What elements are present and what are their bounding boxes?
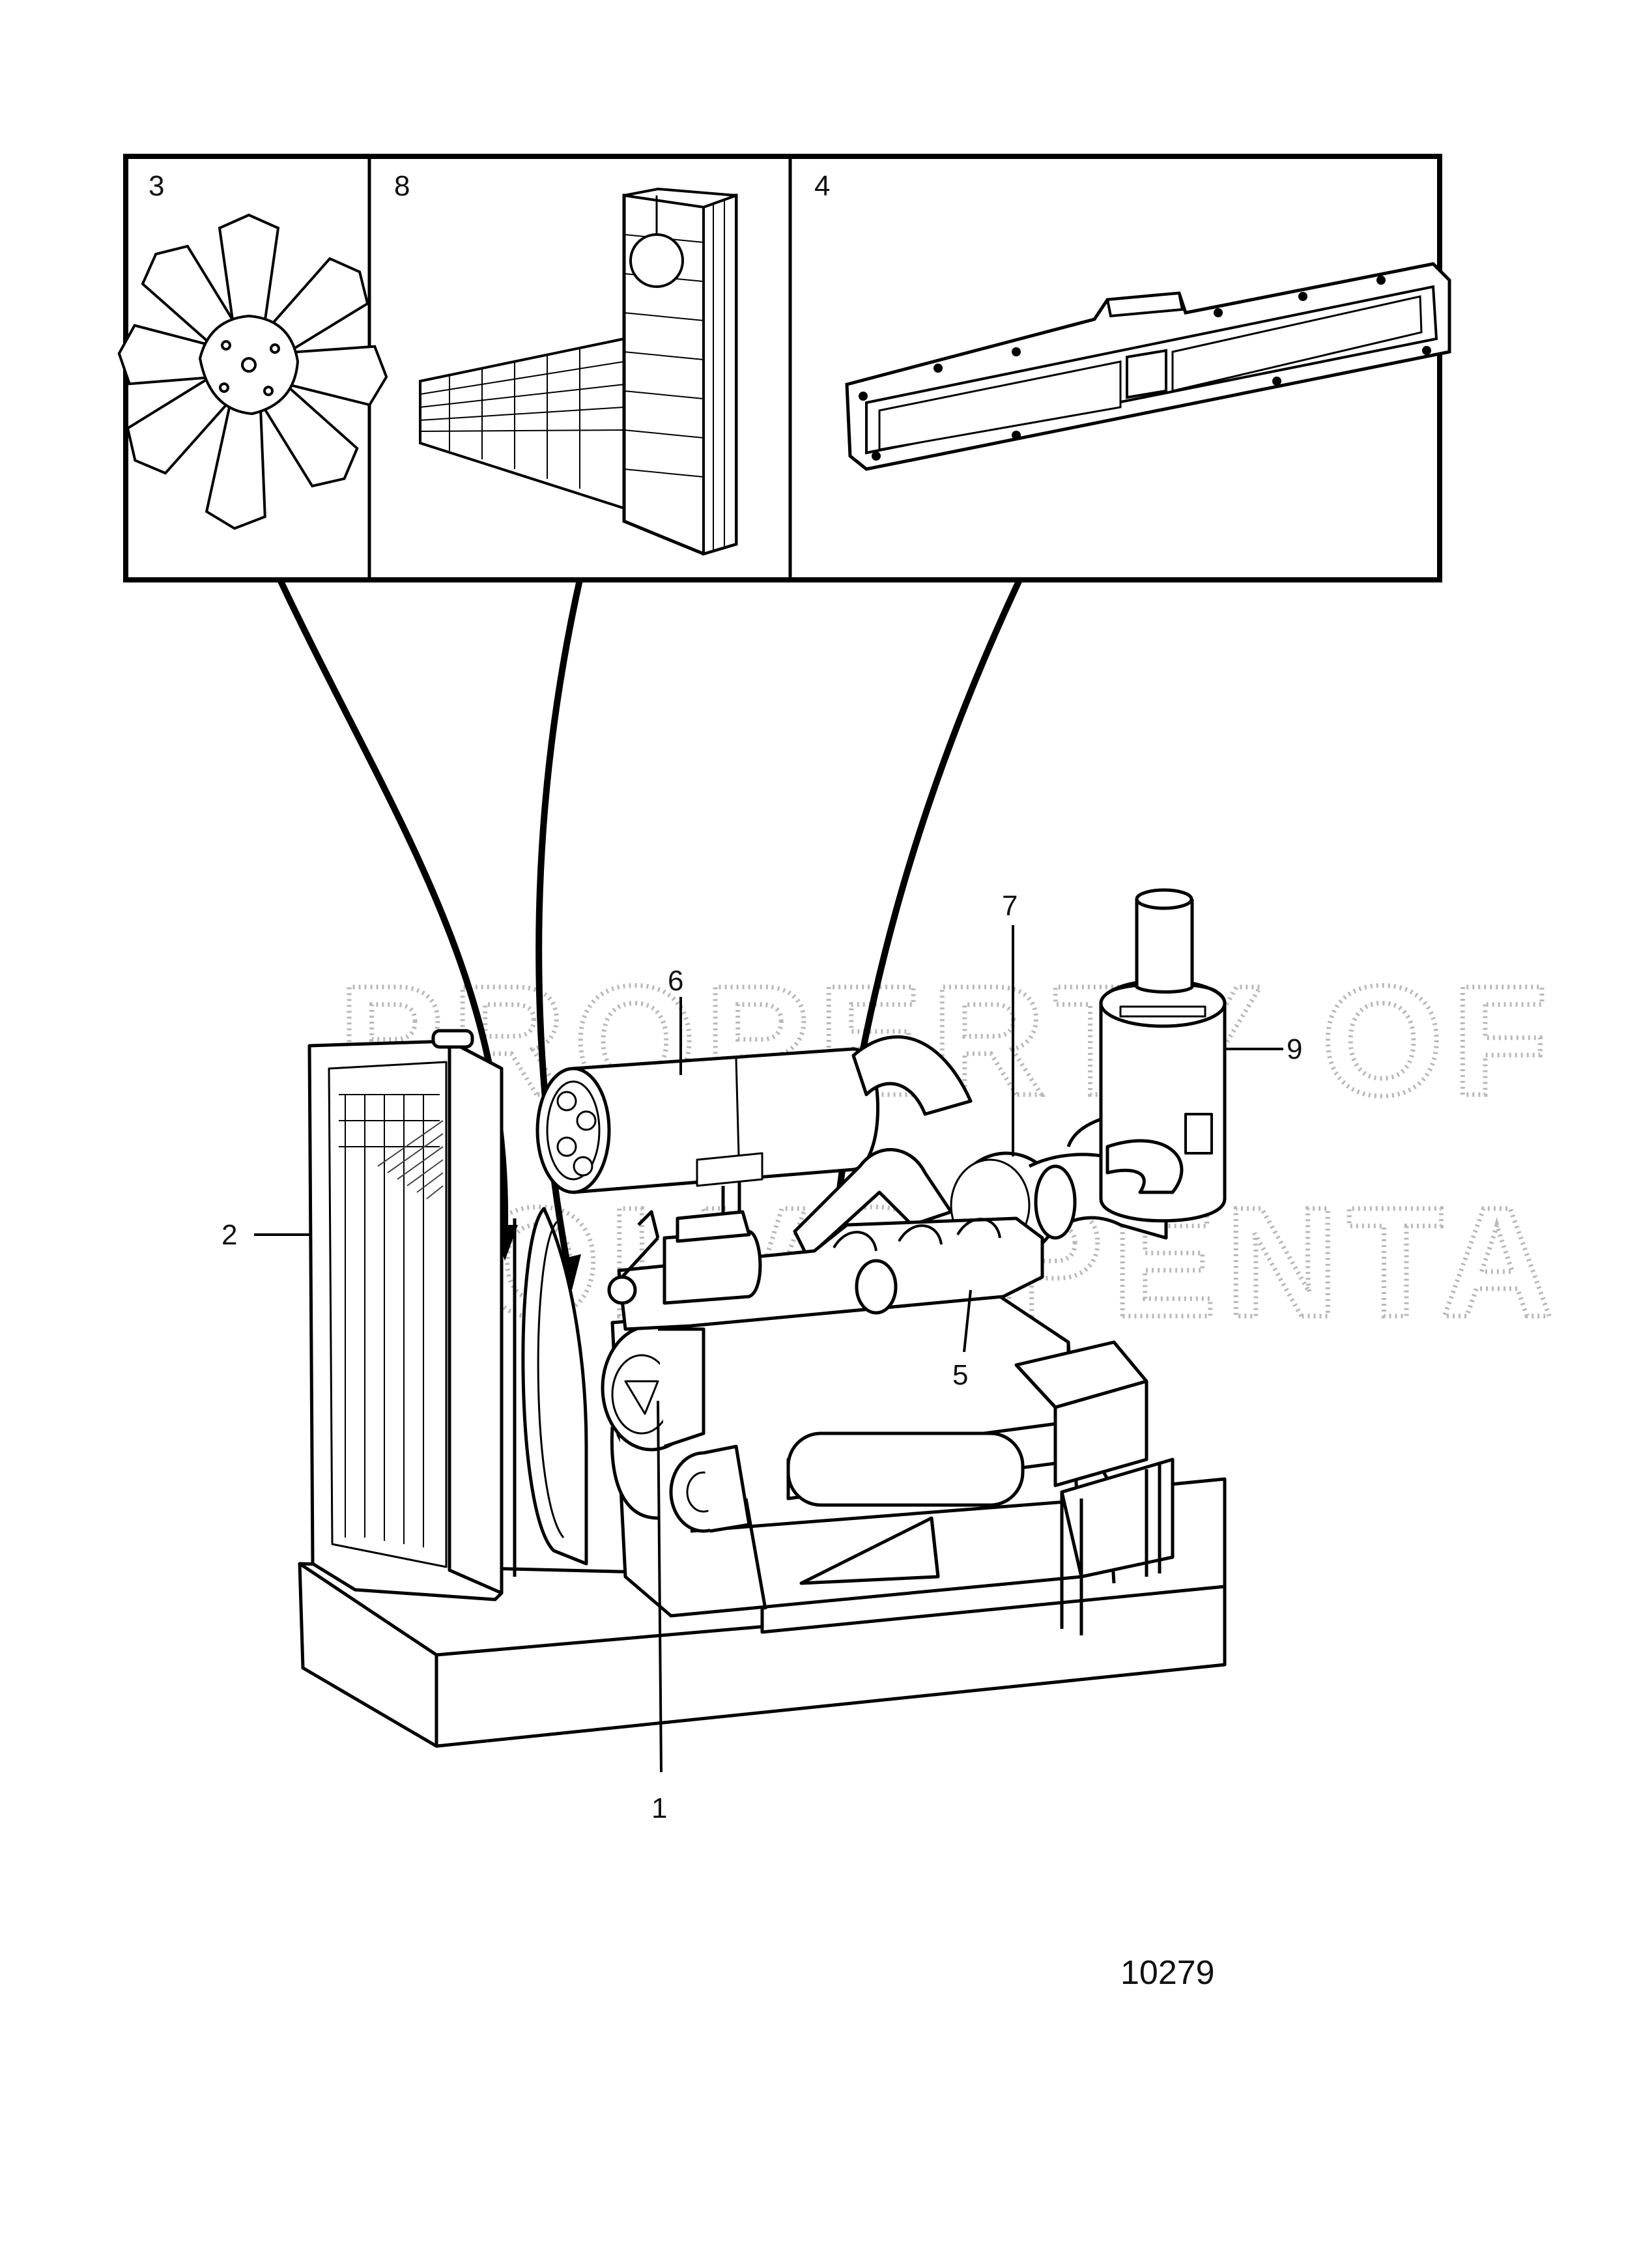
engine-assembly xyxy=(298,888,1227,1748)
fan-shroud xyxy=(500,1207,588,1577)
callouts: 2 1 6 7 9 5 xyxy=(221,890,1302,1824)
front-cover xyxy=(601,1324,751,1533)
charge-air-pipe-icon xyxy=(845,262,1451,471)
panel-label-8: 8 xyxy=(394,170,410,202)
panel-label-4: 4 xyxy=(814,170,830,202)
callout-2: 2 xyxy=(221,1219,237,1251)
callout-1: 1 xyxy=(651,1792,667,1824)
callout-7: 7 xyxy=(1002,890,1018,922)
charge-air-pipe-inset-panel: 4 xyxy=(814,170,1451,471)
callout-5: 5 xyxy=(952,1359,968,1391)
control-box xyxy=(1014,1340,1175,1635)
leader-lines xyxy=(254,925,1283,1773)
intake-manifold xyxy=(607,1210,1044,1331)
fan-icon xyxy=(117,213,388,530)
radiator xyxy=(307,1029,504,1601)
callout-6: 6 xyxy=(668,965,683,997)
air-filter xyxy=(1099,888,1227,1223)
engine-block xyxy=(610,1288,1116,1618)
figure-number: 10279 xyxy=(1120,1954,1215,1992)
radiator-core-icon xyxy=(419,187,738,556)
panel-label-3: 3 xyxy=(149,170,164,202)
radiator-core-inset-panel: 8 xyxy=(394,170,738,556)
callout-9: 9 xyxy=(1287,1033,1302,1065)
fan-inset-panel: 3 xyxy=(117,170,388,530)
